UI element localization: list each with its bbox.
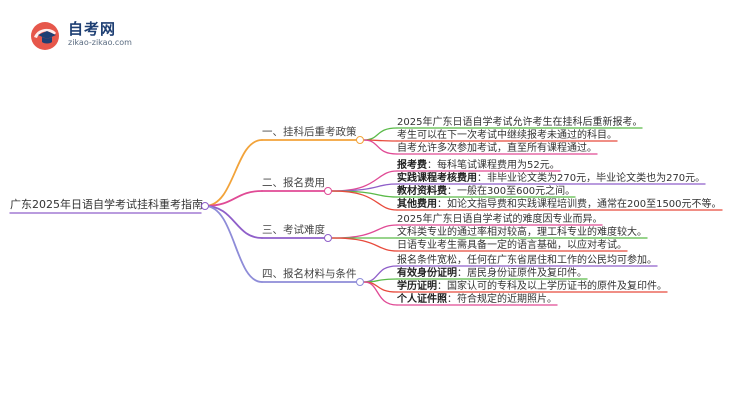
branch-node-dot (324, 187, 332, 195)
branch-connector (204, 205, 263, 283)
root-node-dot (201, 202, 209, 210)
leaf-difficulty-1: 2025年广东日语自学考试的难度因专业而异。 (397, 214, 603, 225)
leaf-connector (363, 281, 398, 306)
branch-node-dot (356, 136, 364, 144)
leaf-fee-exam: 报考费：每科笔试课程费用为52元。 (397, 160, 560, 171)
leaf-retake-policy-1: 2025年广东日语自学考试允许考生在挂科后重新报考。 (397, 117, 643, 128)
branch-fees: 二、报名费用 (262, 177, 325, 189)
leaf-connector (363, 127, 398, 141)
leaf-fee-other: 其他费用：如论文指导费和实践课程培训费，通常在200至1500元不等。 (397, 199, 722, 210)
branch-connector (204, 139, 263, 207)
branch-retake-policy: 一、挂科后重考政策 (262, 126, 357, 138)
leaf-fee-practice: 实践课程考核费用：非毕业论文类为270元，毕业论文类也为270元。 (397, 173, 706, 184)
leaf-retake-policy-2: 考生可以在下一次考试中继续报考未通过的科目。 (397, 130, 617, 141)
branch-connector (204, 205, 263, 239)
branch-connector (204, 190, 263, 207)
leaf-difficulty-2: 文科类专业的通过率相对较高，理工科专业的难度较大。 (397, 227, 647, 238)
branch-materials-conditions: 四、报名材料与条件 (262, 268, 357, 280)
leaf-connector (331, 183, 398, 192)
site-logo-title: 自考网 (68, 20, 117, 38)
leaf-connector (331, 170, 398, 192)
leaf-connector (363, 278, 398, 283)
mindmap-root-label: 广东2025年日语自学考试挂科重考指南 (10, 198, 203, 211)
graduation-cap-icon (31, 22, 59, 50)
branch-node-dot (324, 234, 332, 242)
site-logo-url: zikao-zikao.com (68, 38, 132, 47)
leaf-connector (331, 224, 398, 239)
leaf-degree-proof: 学历证明：国家认可的专科及以上学历证书的原件及复印件。 (397, 281, 667, 292)
branch-node-dot (356, 278, 364, 286)
leaf-connector (363, 139, 398, 155)
leaf-photo: 个人证件照：符合规定的近期照片。 (397, 294, 557, 305)
branch-difficulty: 三、考试难度 (262, 224, 325, 236)
leaf-fee-materials: 教材资料费：一般在300至600元之间。 (397, 186, 576, 197)
leaf-difficulty-3: 日语专业考生需具备一定的语言基础，以应对考试。 (397, 240, 627, 251)
leaf-id-proof: 有效身份证明：居民身份证原件及复印件。 (397, 268, 587, 279)
leaf-connector (331, 190, 398, 211)
leaf-connector (331, 237, 398, 252)
leaf-retake-policy-3: 自考允许多次参加考试，直至所有课程通过。 (397, 143, 597, 154)
leaf-conditions: 报名条件宽松，任何在广东省居住和工作的公民均可参加。 (397, 255, 657, 266)
